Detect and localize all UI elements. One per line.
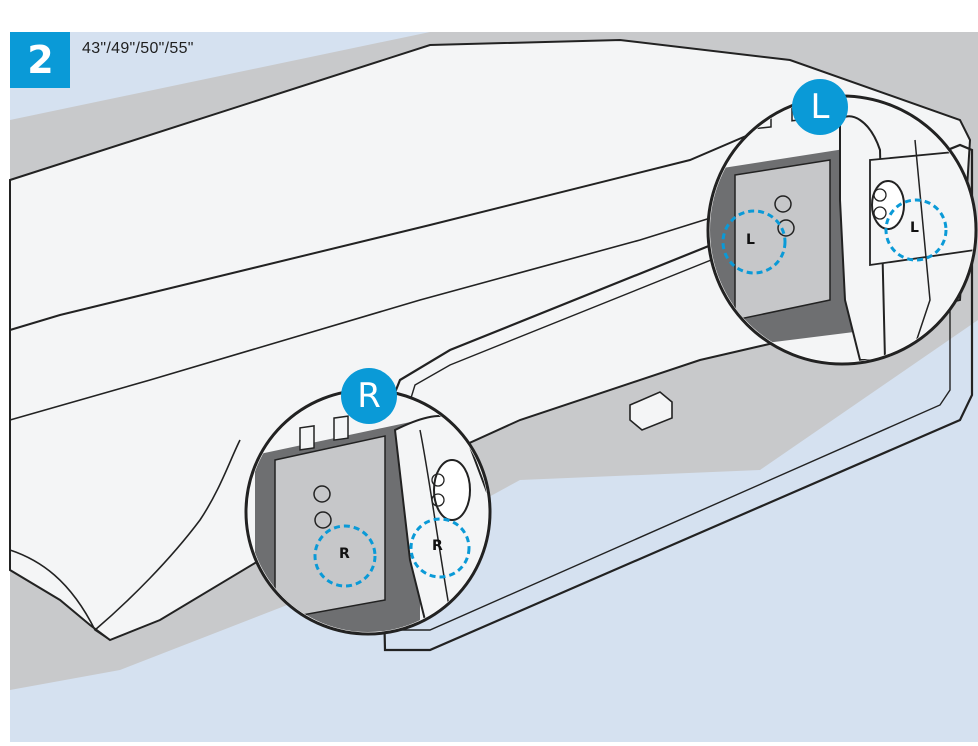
tv-ridge-line — [9, 129, 761, 331]
marker-right-stand-circle — [409, 517, 471, 579]
callout-right-letter: R — [357, 376, 381, 416]
marker-right-bracket-letter: R — [339, 546, 350, 562]
marker-right-bracket-circle — [313, 524, 377, 588]
marker-right-stand-letter: R — [432, 538, 443, 554]
screen-sizes-label: 43"/49"/50"/55" — [82, 40, 194, 57]
tv-ridge-line-2 — [9, 214, 721, 421]
step-badge-box — [10, 32, 70, 88]
marker-left-stand-letter: L — [910, 220, 919, 236]
marker-left-stand-circle — [884, 198, 948, 262]
marker-left-bracket-circle — [721, 209, 787, 275]
step-number-badge: 2 — [27, 38, 54, 82]
stand-clip — [629, 391, 673, 431]
callout-right-zoom — [244, 368, 492, 636]
tv-bottom-curve — [9, 549, 111, 641]
marker-left-bracket-letter: L — [746, 232, 755, 248]
tv-lower-edge — [94, 439, 241, 631]
callout-left-letter: L — [810, 87, 830, 127]
callout-left-zoom — [706, 79, 978, 366]
